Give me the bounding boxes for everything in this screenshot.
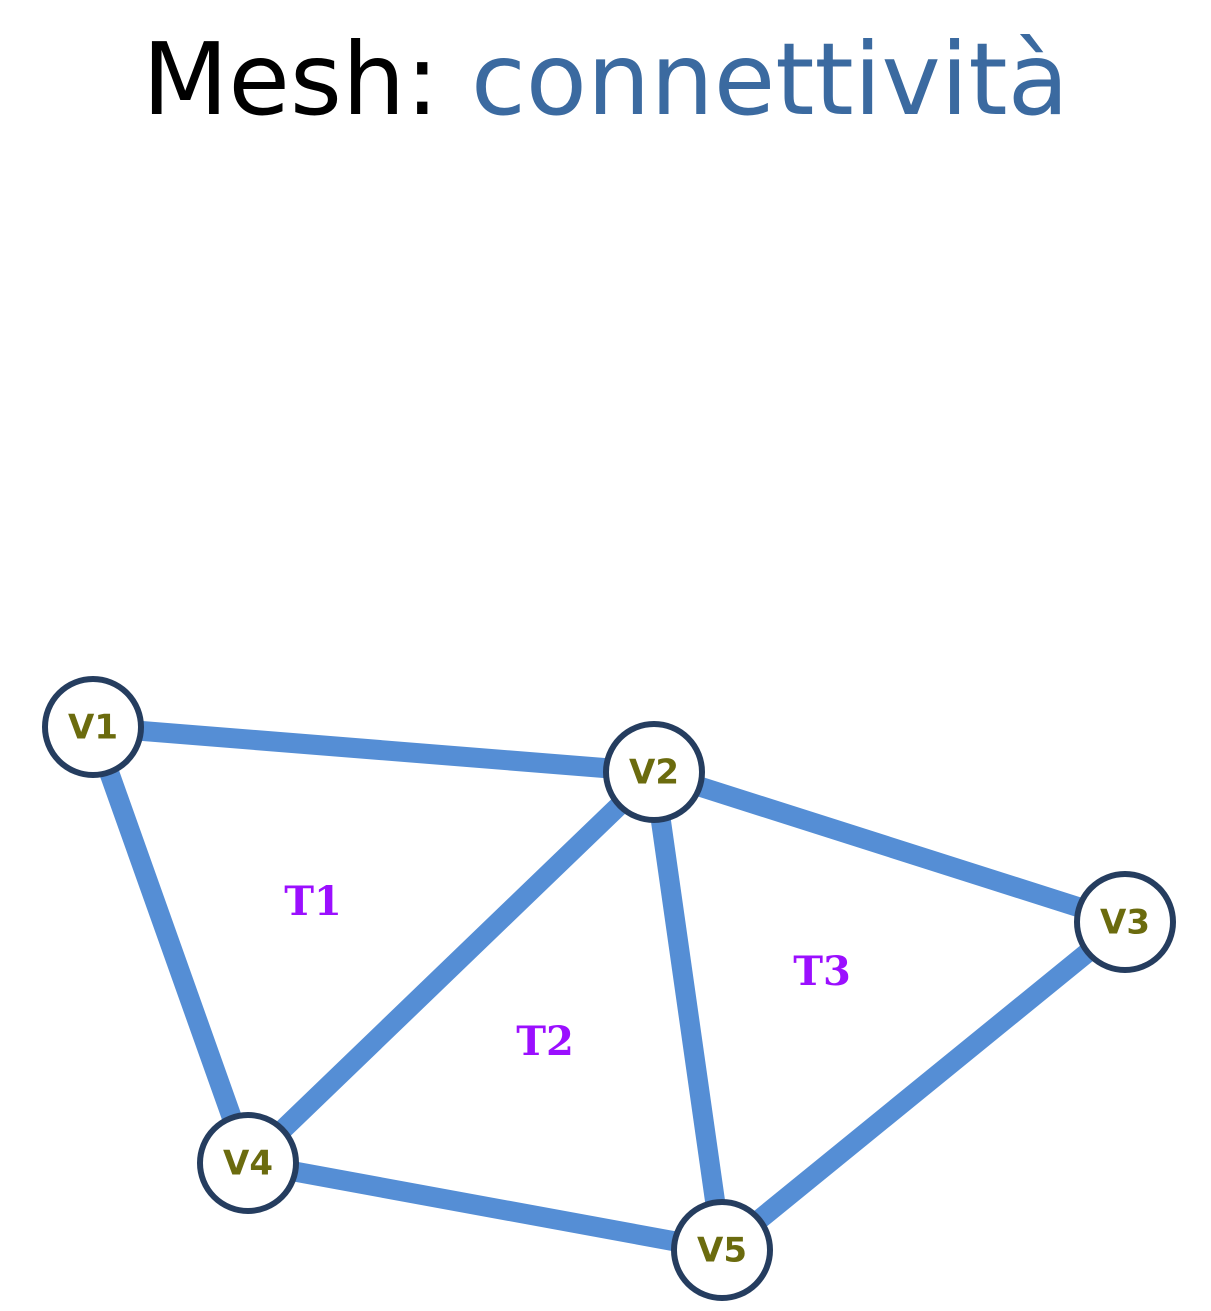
edge-v3-v5 [715,914,1132,1258]
vertex-v2: V2 [603,721,705,823]
vertex-circle-v5 [671,1199,773,1301]
vertex-label-v3: V3 [1100,903,1150,943]
vertex-circle-v4 [197,1112,299,1214]
edge-v2-v4 [241,764,661,1171]
vertex-circle-v3 [1074,871,1176,973]
vertex-v4: V4 [197,1112,299,1214]
edge-v1-v4 [83,723,258,1167]
vertex-v1: V1 [42,676,144,778]
edge-v1-v2 [92,717,655,782]
vertex-circle-v2 [603,721,705,823]
vertex-label-v4: V4 [223,1144,273,1184]
triangle-label-t1: T1 [284,878,342,925]
vertex-label-v2: V2 [629,753,679,793]
vertex-label-v1: V1 [68,708,118,748]
vertex-circle-v1 [42,676,144,778]
title-prefix: Mesh: [142,21,471,138]
triangle-label-t2: T2 [516,1018,574,1065]
title-highlight: connettività [470,21,1069,138]
edges-layer [83,717,1132,1260]
triangle-label-t3: T3 [793,948,851,995]
page-title: Mesh: connettività [0,20,1211,140]
vertex-label-v5: V5 [697,1231,747,1271]
edge-v2-v5 [644,770,732,1252]
edge-v4-v5 [246,1153,724,1260]
edge-v2-v3 [650,762,1129,932]
vertex-v3: V3 [1074,871,1176,973]
vertex-v5: V5 [671,1199,773,1301]
